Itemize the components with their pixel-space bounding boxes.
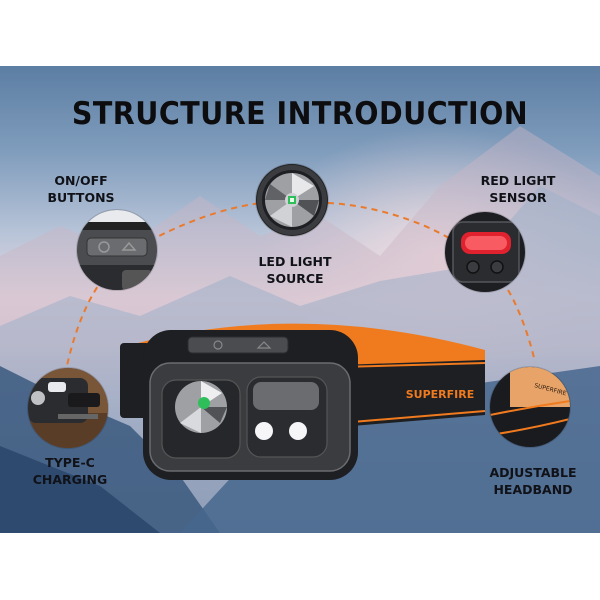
headlamp-product: SUPERFIRE [120,323,486,480]
type-c-charging-image [28,368,108,448]
label-line: ON/OFF [54,173,108,188]
side-led [255,422,273,440]
red-light-sensor-image [445,212,525,292]
onoff-buttons-image [77,210,157,290]
label-line: CHARGING [32,472,108,487]
led-chip-icon [198,397,210,409]
label-onoff-buttons: ON/OFF BUTTONS [36,172,126,206]
label-line: TYPE-C [45,455,95,470]
top-buttons [187,336,289,354]
label-type-c-charging: TYPE-C CHARGING [26,454,114,488]
label-line: BUTTONS [47,190,115,205]
label-line: SOURCE [266,271,324,286]
mode-button-icon [256,341,272,349]
label-line: LED LIGHT [258,254,332,269]
mode-button-icon [121,241,137,251]
led-light-source-image [256,164,328,236]
label-red-light-sensor: RED LIGHT SENSOR [468,172,568,206]
label-adjustable-headband: ADJUSTABLE HEADBAND [478,464,588,498]
label-line: ADJUSTABLE [489,465,577,480]
adjustable-headband-image: SUPERFIRE [490,367,570,447]
sensor-window [253,382,319,410]
label-line: SENSOR [489,190,547,205]
side-led [289,422,307,440]
label-line: RED LIGHT [480,173,556,188]
page-title: STRUCTURE INTRODUCTION [71,96,529,132]
label-line: HEADBAND [493,482,573,497]
power-button-icon [98,241,110,253]
label-led-light-source: LED LIGHT SOURCE [250,253,340,287]
headband-brand-text: SUPERFIRE [406,388,475,401]
power-button-icon [213,340,223,350]
